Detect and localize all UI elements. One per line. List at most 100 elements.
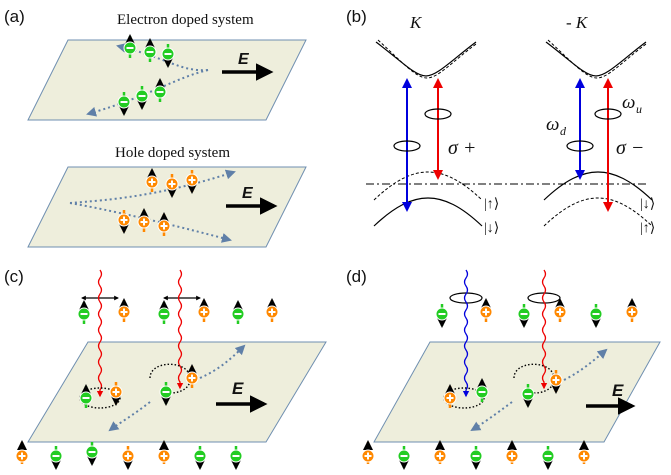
hole-spin-particle: [165, 174, 179, 198]
panel-d-label: (d): [346, 267, 367, 286]
omega-d-label: ω: [546, 114, 559, 135]
electron-spin-particle: [435, 304, 449, 328]
conduction-band-k-dashed: [377, 39, 477, 79]
electron-doped-title: Electron doped system: [117, 12, 254, 28]
hole-spin-particle: [443, 384, 457, 408]
electron-spin-particle: [135, 86, 149, 110]
electron-spin-particle: [589, 304, 603, 328]
circular-polarization-icon: [594, 108, 622, 120]
particle-row-bottom-d: [361, 440, 591, 470]
hole-spin-particle: [157, 440, 171, 464]
hole-spin-particle: [109, 382, 123, 406]
hole-plane: [27, 166, 307, 248]
electron-spin-particle: [79, 384, 93, 408]
ket-down-k: |↓⟩: [484, 221, 499, 236]
valence-band-minus-k-upper: [543, 171, 653, 201]
hole-spin-particle: [185, 170, 199, 194]
valence-band-k-upper: [373, 171, 483, 201]
sigma-minus-label: σ −: [616, 137, 644, 159]
conduction-band-k: [375, 41, 477, 77]
hole-spin-particle: [361, 440, 375, 464]
hole-trajectory-down: [69, 202, 232, 243]
ket-down-minus-k: |↓⟩: [640, 197, 655, 212]
hole-spin-particle: [117, 210, 131, 234]
ket-up-k: |↑⟩: [484, 197, 499, 212]
panel-a-label: (a): [4, 7, 25, 26]
hole-spin-particle: [137, 208, 151, 232]
photon-red-wave: [540, 269, 548, 390]
particle-middle-c: [79, 364, 199, 408]
sigma-plus-label: σ +: [448, 137, 476, 159]
hole-spin-particle: [157, 212, 171, 236]
valley-minus-k-label: - K: [566, 13, 589, 32]
electron-spin-particle: [159, 382, 173, 406]
panel-a: (a) Electron doped system E: [4, 7, 307, 248]
photon-red-wave: [96, 269, 104, 398]
electron-spin-particle: [77, 300, 91, 324]
hole-spin-particle: [185, 364, 199, 388]
plane-d: [373, 341, 661, 443]
electron-spin-particle: [231, 300, 245, 324]
electron-spin-particle: [521, 384, 535, 408]
particle-row-bottom-c: [15, 440, 243, 470]
electron-group-top: [117, 34, 175, 116]
exciton-loop: [513, 363, 555, 394]
hole-spin-particle: [15, 440, 29, 464]
panel-c-label: (c): [4, 267, 24, 286]
hole-spin-particle: [265, 298, 279, 322]
valley-k-label: K: [409, 13, 423, 32]
hole-trajectory-up: [69, 169, 236, 204]
panel-d: (d) E: [346, 267, 661, 470]
hole-spin-particle: [625, 298, 639, 322]
electron-spin-particle: [123, 34, 137, 58]
circular-polarization-icon: [424, 108, 452, 120]
panel-b-label: (b): [346, 7, 367, 26]
electron-spin-particle: [469, 446, 483, 470]
ket-up-minus-k: |↑⟩: [640, 221, 655, 236]
circular-polarization-icon: [566, 140, 594, 152]
electron-spin-particle: [475, 378, 489, 402]
panel-b: (b) K - K σ + σ − ω d ω u |↑⟩ |↓⟩: [346, 7, 655, 236]
electron-spin-particle: [143, 38, 157, 62]
hole-spin-particle: [145, 168, 159, 192]
field-label-a-top: E: [238, 51, 250, 68]
panel-c: (c) E: [4, 267, 327, 470]
electron-spin-particle: [157, 300, 171, 324]
omega-d-subscript: d: [560, 124, 567, 138]
photon-blue-wave: [462, 269, 470, 398]
hole-spin-particle: [553, 298, 567, 322]
valence-band-minus-k-lower: [543, 197, 653, 227]
valence-band-k-lower: [373, 197, 483, 227]
hole-spin-particle: [121, 446, 135, 470]
particle-row-top-c: [77, 298, 279, 324]
electron-plane: [27, 39, 307, 121]
omega-u-subscript: u: [636, 102, 642, 116]
electron-spin-particle: [397, 446, 411, 470]
hole-spin-particle: [433, 440, 447, 464]
circular-polarization-icon: [393, 140, 421, 152]
hole-doped-title: Hole doped system: [115, 145, 230, 161]
hole-spin-particle: [577, 440, 591, 464]
conduction-band-minus-k: [545, 41, 647, 77]
electron-spin-particle: [229, 446, 243, 470]
trajectory-c-hole: [199, 344, 246, 379]
field-label-c: E: [232, 379, 244, 398]
electron-spin-particle: [161, 44, 175, 68]
electron-spin-particle: [49, 446, 63, 470]
electron-spin-particle: [85, 442, 99, 466]
trajectory-d-hole: [563, 348, 608, 381]
photon-red-wave: [176, 269, 184, 390]
electron-spin-particle: [541, 446, 555, 470]
hole-spin-particle: [197, 298, 211, 322]
electron-spin-particle: [193, 446, 207, 470]
electron-spin-particle: [117, 92, 131, 116]
field-label-a-bottom: E: [242, 185, 254, 202]
electron-spin-particle: [517, 304, 531, 328]
exciton-loop: [149, 363, 191, 394]
hole-spin-particle: [505, 440, 519, 464]
conduction-band-minus-k-dashed: [547, 39, 647, 79]
field-label-d: E: [612, 381, 624, 400]
hole-spin-particle: [549, 370, 563, 394]
hole-spin-particle: [117, 298, 131, 322]
